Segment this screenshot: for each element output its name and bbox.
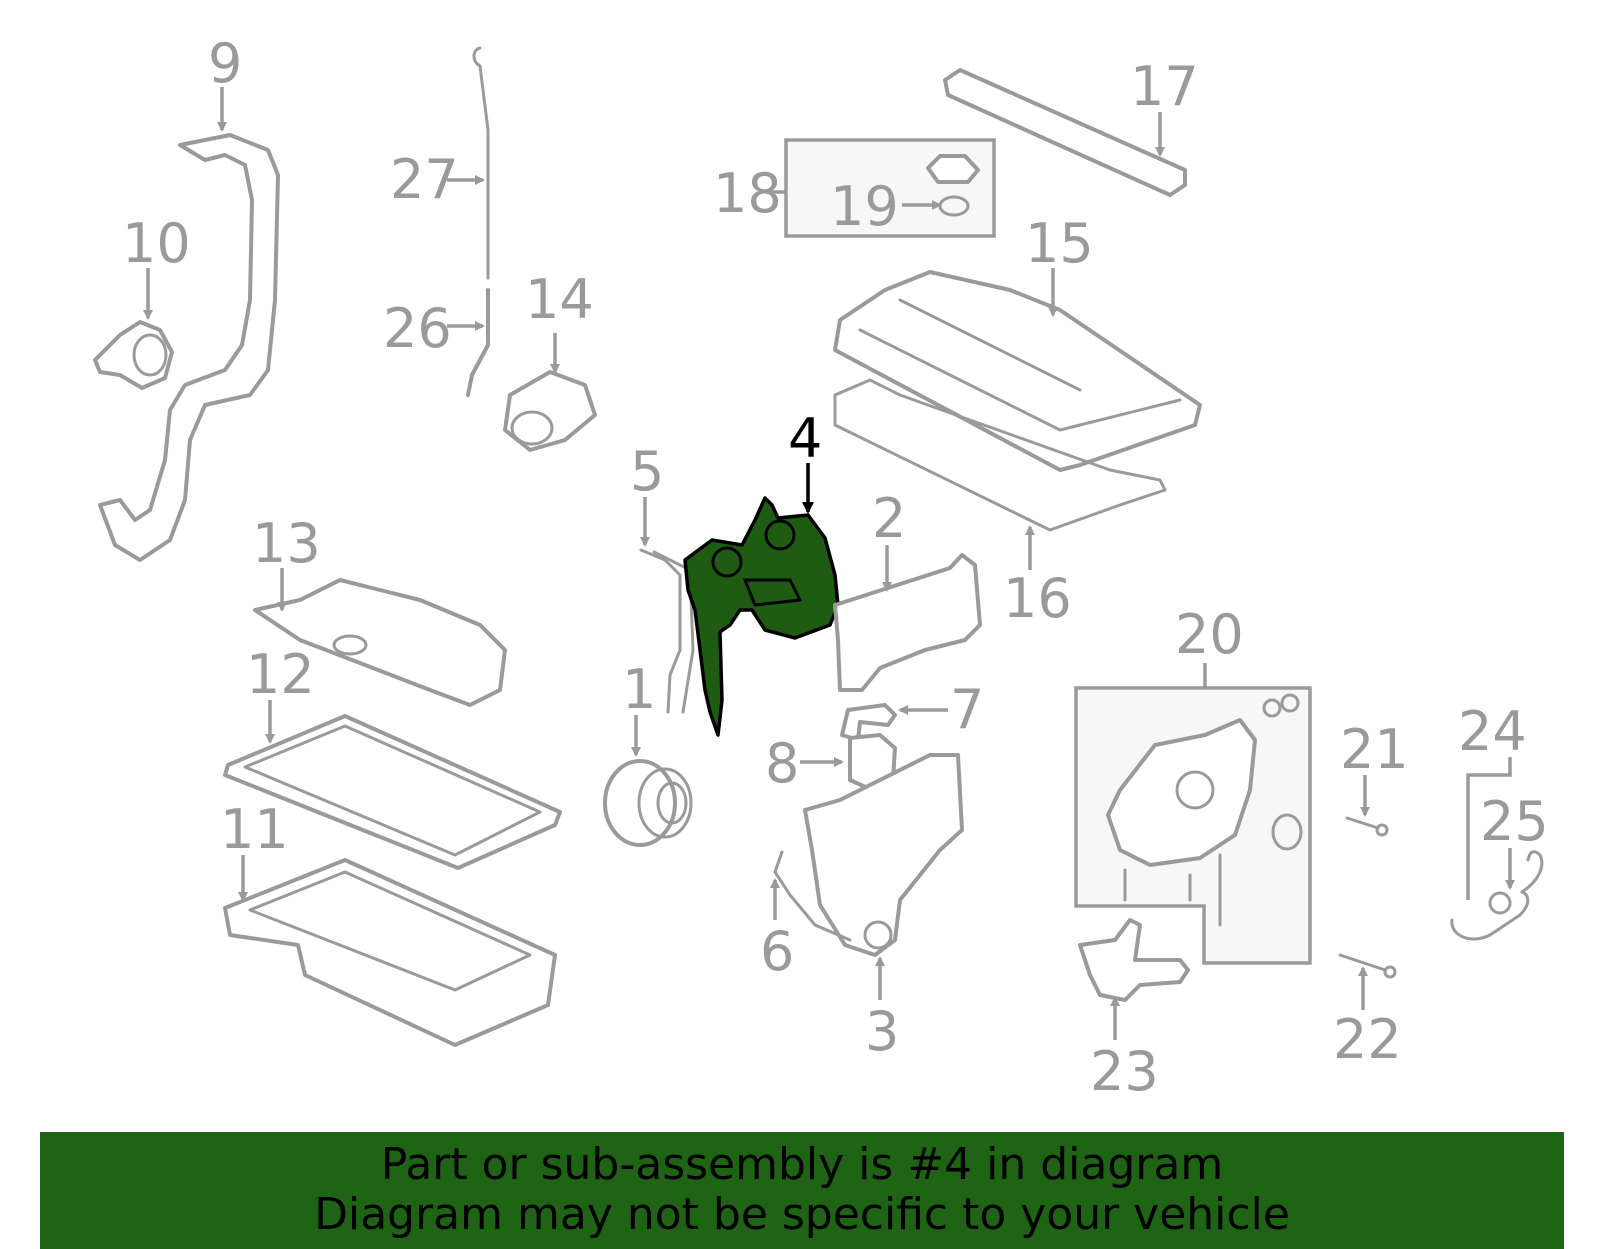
callout-8: 8: [765, 732, 799, 795]
cover-seal: [639, 548, 695, 714]
leader-lines: [143, 87, 1515, 1040]
callout-2: 2: [872, 487, 906, 550]
oil-pump: [1106, 693, 1303, 927]
callout-25: 25: [1480, 790, 1549, 853]
oil-pressure-sensor: [1450, 850, 1544, 941]
oil-strainer: [1078, 918, 1190, 1002]
upper-timing-cover: [683, 496, 840, 737]
banner-line-1: Part or sub-assembly is #4 in diagram: [380, 1139, 1224, 1190]
belt-tensioner: [93, 320, 174, 390]
banner-line-2: Diagram may not be specific to your vehi…: [314, 1189, 1290, 1240]
callout-19: 19: [830, 175, 899, 238]
bolt-long: [1338, 953, 1397, 979]
info-banner: Part or sub-assembly is #4 in diagram Di…: [40, 1132, 1564, 1249]
callout-17: 17: [1130, 55, 1199, 118]
callout-4: 4: [788, 407, 822, 470]
timing-belt: [98, 133, 280, 562]
valve-cover-gasket: [833, 378, 1167, 532]
oil-pan-gasket: [223, 714, 562, 870]
callout-18: 18: [713, 162, 782, 225]
parts-diagram: 9 10 27 26 14 18 19 17 15 16 5 4 2 13 12…: [93, 32, 1549, 1103]
lower-cover-seal: [773, 850, 852, 942]
callout-7: 7: [950, 678, 984, 741]
bolt-small: [1345, 816, 1389, 837]
callout-1: 1: [622, 658, 656, 721]
ignition-coil-cover: [943, 68, 1187, 197]
callout-14: 14: [525, 268, 594, 331]
callout-22: 22: [1333, 1008, 1402, 1071]
callout-20: 20: [1175, 603, 1244, 666]
callout-labels: 9 10 27 26 14 18 19 17 15 16 5 4 2 13 12…: [122, 32, 1549, 1103]
callout-12: 12: [246, 643, 315, 706]
callout-15: 15: [1025, 212, 1094, 275]
callout-11: 11: [220, 798, 289, 861]
middle-timing-cover: [833, 553, 982, 692]
callout-5: 5: [630, 440, 664, 503]
crankshaft-pulley: [603, 759, 693, 847]
callout-10: 10: [122, 212, 191, 275]
oil-filter: [503, 370, 597, 452]
callout-21: 21: [1340, 718, 1409, 781]
callout-27: 27: [390, 148, 459, 211]
callout-16: 16: [1003, 567, 1072, 630]
callout-13: 13: [252, 512, 321, 575]
valve-cover: [833, 270, 1202, 472]
callout-6: 6: [760, 920, 794, 983]
dipstick-tube: [466, 288, 490, 397]
callout-3: 3: [865, 1000, 899, 1063]
dipstick: [472, 46, 490, 280]
oil-filler-cap: [926, 154, 980, 217]
callout-26: 26: [383, 297, 452, 360]
baffle-plate: [253, 578, 507, 707]
callout-24: 24: [1458, 700, 1527, 763]
callout-23: 23: [1090, 1040, 1159, 1103]
lower-timing-cover: [803, 753, 964, 957]
callout-9: 9: [208, 32, 242, 95]
oil-pan: [223, 858, 557, 1047]
